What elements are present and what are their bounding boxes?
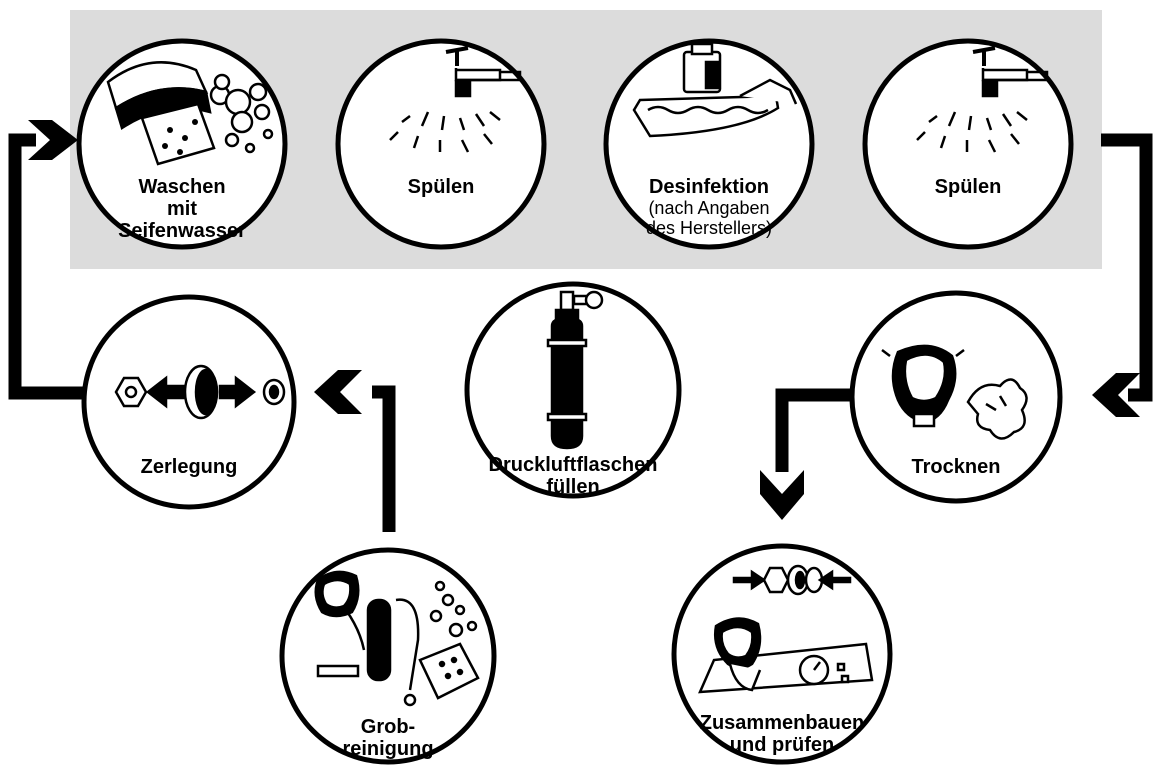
step-label-waschen: Waschen mit Seifenwasser [102,176,262,242]
mask-and-cloth-icon [881,344,1028,440]
step-label-line: und prüfen [729,734,835,756]
step-note-line: des Herstellers) [645,218,773,238]
step-label-line: mit [167,198,197,220]
step-label-line: Trocknen [911,456,1001,478]
step-label-line: Seifenwasser [118,220,246,242]
breathing-apparatus-icon [314,570,480,707]
step-note-line: (nach Angaben [648,198,770,218]
connector-trocknen-to-zusammenbauen [775,388,852,472]
arrow-heads [28,120,1140,520]
step-label-line: Zerlegung [140,456,238,478]
tap-water-spray-icon [916,46,1049,153]
arrow-left-icon [1092,373,1140,417]
circle-trocknen [849,290,1063,504]
step-label-grobreinigung: Grob- reinigung [318,716,458,760]
step-label-line: Waschen [138,176,226,198]
step-label-druckluft: Druckluftflaschen füllen [478,454,668,498]
step-label-zusammenbauen: Zusammenbauen und prüfen [682,712,882,756]
step-label-line: Desinfektion [648,176,770,198]
tap-water-spray-icon [389,46,522,153]
arrow-left-icon [314,370,362,414]
connector-right-loop [1101,133,1153,402]
step-label-line: Grob- [360,716,416,738]
step-label-trocknen: Trocknen [886,456,1026,478]
disinfection-tray-icon [632,42,798,138]
arrow-right-icon [28,120,78,160]
step-label-line: Spülen [934,176,1002,198]
step-label-line: füllen [546,476,600,498]
brush-sponge-bubbles-icon [106,61,274,166]
step-label-desinfektion: Desinfektion (nach Angaben des Herstelle… [624,176,794,238]
connector-grob-to-zerlegung [372,385,396,532]
disassembly-parts-icon [114,364,286,420]
step-label-spuelen-1: Spülen [371,176,511,198]
flow-connectors [8,133,1153,532]
step-label-line: Druckluftflaschen [488,454,658,476]
connector-left-loop [8,133,84,400]
arrow-down-icon [760,470,804,520]
assembly-test-bench-icon [698,564,874,694]
step-label-line: Zusammenbauen [699,712,865,734]
compressed-air-cylinder-icon [546,290,604,450]
step-label-line: Spülen [407,176,475,198]
step-label-spuelen-2: Spülen [898,176,1038,198]
step-label-zerlegung: Zerlegung [119,456,259,478]
step-label-line: reinigung [342,738,434,760]
